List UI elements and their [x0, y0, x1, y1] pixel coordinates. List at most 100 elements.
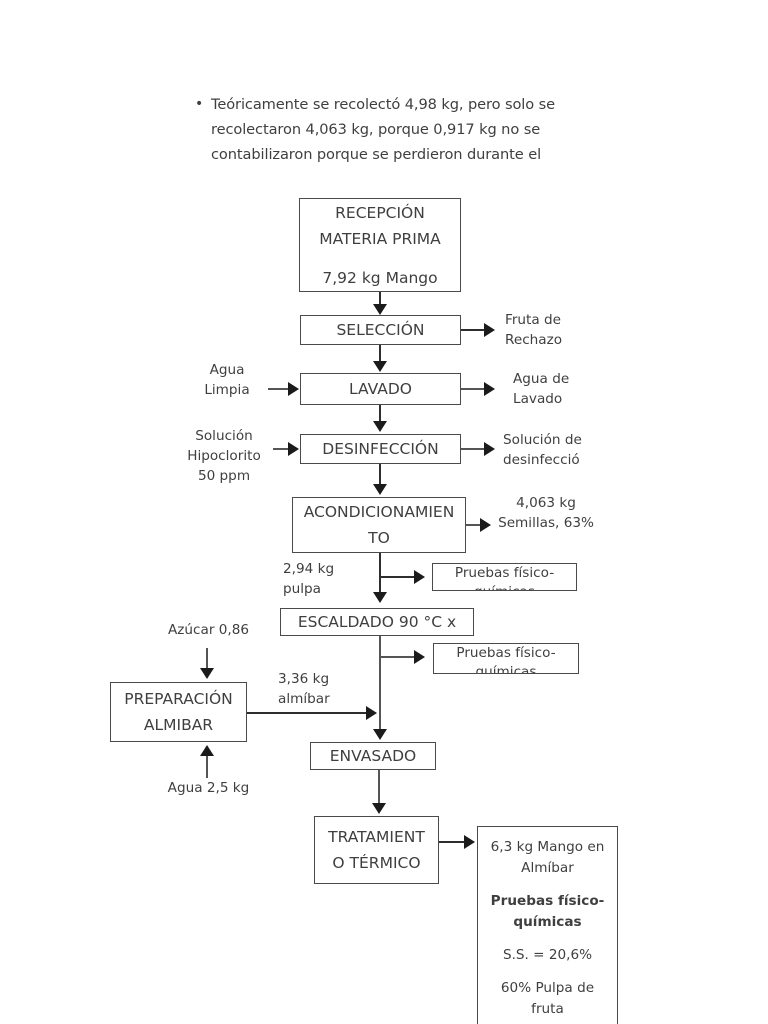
connector-lavado-to-desinfeccion: [379, 405, 381, 422]
results-panel-producto-final: 6,3 kg Mango en Almíbar Pruebas físico- …: [477, 826, 618, 1024]
input-agua-limpia-line-1: Agua: [209, 362, 245, 378]
node-acondicionamiento-line-1: ACONDICIONAMIEN: [303, 503, 455, 521]
output-solucion-desinfeccion-line-2: desinfecció: [503, 452, 580, 468]
node-pruebas-2-line-1: Pruebas físico-: [456, 645, 556, 661]
output-agua-lavado-line-2: Lavado: [513, 391, 563, 407]
output-fruta-rechazo-line-2: Rechazo: [505, 332, 563, 348]
arrowhead-desinfeccion-to-solucion: [484, 442, 495, 456]
node-tratamiento-termico: TRATAMIENT O TÉRMICO: [314, 816, 439, 884]
node-desinfeccion: DESINFECCIÓN: [300, 434, 461, 464]
connector-escaldado-to-envasado: [379, 636, 381, 736]
connector-acondicionamiento-to-escaldado: [379, 553, 381, 595]
note-line-1: Teóricamente se recolectó 4,98 kg, pero …: [211, 96, 555, 113]
results-product-line-1: 6,3 kg Mango en: [490, 839, 605, 855]
results-metric-ss: S.S. = 20,6%: [502, 947, 593, 963]
bullet-point-icon: •: [195, 96, 204, 112]
arrowhead-agua-limpia-to-lavado: [288, 382, 299, 396]
connector-azucar-to-preparacion: [206, 648, 208, 670]
arrowhead-desinfeccion-to-acondicionamiento: [373, 484, 387, 495]
arrowhead-acondicionamiento-to-semillas: [480, 518, 491, 532]
node-escaldado: ESCALDADO 90 °C x: [280, 608, 474, 636]
output-solucion-desinfeccion: Solución de desinfecció: [503, 430, 623, 470]
input-agua: Agua 2,5 kg: [146, 778, 271, 798]
node-recepcion-line-1: RECEPCIÓN: [335, 203, 425, 222]
node-tratamiento-termico-line-1: TRATAMIENT: [328, 828, 425, 846]
output-agua-lavado: Agua de Lavado: [513, 369, 613, 409]
output-semillas-line-2: Semillas,: [498, 515, 560, 531]
connector-branch-to-pruebas-1: [379, 576, 416, 578]
arrowhead-lavado-to-agua-lavado: [484, 382, 495, 396]
connector-agua-limpia-to-lavado: [268, 388, 290, 390]
node-acondicionamiento-line-2: TO: [368, 529, 390, 547]
stream-label-almibar: 3,36 kg almíbar: [278, 669, 364, 709]
node-envasado: ENVASADO: [310, 742, 436, 770]
arrowhead-recepcion-to-seleccion: [373, 304, 387, 315]
node-preparacion-almibar-line-2: ALMIBAR: [143, 716, 214, 734]
note-line-2: recolectaron 4,063 kg, porque 0,917 kg n…: [211, 121, 541, 138]
arrowhead-seleccion-to-lavado: [373, 361, 387, 372]
connector-desinfeccion-to-solucion: [461, 448, 486, 450]
node-pruebas-fisico-quimicas-1: Pruebas físico- químicas: [432, 563, 577, 591]
node-recepcion-line-3: 7,92 kg Mango: [322, 268, 438, 287]
input-solucion-hipoclorito-line-3: 50 ppm: [197, 468, 251, 484]
input-solucion-hipoclorito: Solución Hipoclorito 50 ppm: [178, 426, 270, 486]
note-text: Teóricamente se recolectó 4,98 kg, pero …: [211, 92, 595, 167]
node-lavado: LAVADO: [300, 373, 461, 405]
results-metric-pulpa: 60% Pulpa de fruta: [500, 980, 595, 1017]
connector-agua-to-preparacion: [206, 756, 208, 778]
arrowhead-agua-to-preparacion: [200, 745, 214, 756]
arrowhead-branch-to-pruebas-2: [414, 650, 425, 664]
node-pruebas-2-line-2: químicas: [475, 664, 537, 674]
node-lavado-label: LAVADO: [349, 380, 412, 398]
results-heading-line-1: Pruebas físico-: [490, 893, 605, 909]
node-pruebas-1-line-2: químicas: [433, 583, 576, 590]
output-semillas-line-3: 63%: [563, 515, 594, 531]
arrowhead-tratamiento-to-results: [464, 835, 475, 849]
output-fruta-rechazo: Fruta de Rechazo: [505, 310, 610, 350]
arrowhead-seleccion-to-rechazo: [484, 323, 495, 337]
output-solucion-desinfeccion-line-1: Solución de: [503, 432, 582, 448]
node-escaldado-label: ESCALDADO 90 °C x: [297, 613, 457, 631]
arrowhead-hipoclorito-to-desinfeccion: [288, 442, 299, 456]
input-agua-limpia: Agua Limpia: [192, 360, 262, 400]
connector-seleccion-to-lavado: [379, 345, 381, 362]
connector-recepcion-to-seleccion: [379, 292, 381, 309]
connector-hipoclorito-to-desinfeccion: [273, 448, 291, 450]
note-bullet-item: • Teóricamente se recolectó 4,98 kg, per…: [195, 92, 595, 167]
output-semillas-line-1: 4,063 kg: [516, 495, 576, 511]
connector-tratamiento-to-results: [439, 841, 467, 843]
arrowhead-envasado-to-tratamiento: [372, 803, 386, 814]
note-line-3: contabilizaron porque se perdieron duran…: [211, 146, 542, 163]
node-pruebas-fisico-quimicas-2: Pruebas físico- químicas: [433, 643, 579, 674]
connector-desinfeccion-to-acondicionamiento: [379, 464, 381, 486]
connector-branch-to-pruebas-2: [379, 656, 416, 658]
input-azucar-label: Azúcar 0,86: [167, 622, 250, 638]
stream-label-pulpa-line-1: 2,94 kg: [283, 561, 335, 577]
results-heading-line-2: químicas: [513, 914, 582, 930]
arrowhead-almibar-to-main-line: [366, 706, 377, 720]
results-product-line-2: Almíbar: [521, 860, 574, 876]
node-preparacion-almibar-line-1: PREPARACIÓN: [124, 690, 233, 708]
arrowhead-lavado-to-desinfeccion: [373, 421, 387, 432]
input-azucar: Azúcar 0,86: [146, 620, 271, 640]
output-agua-lavado-line-1: Agua de: [513, 371, 570, 387]
arrowhead-branch-to-pruebas-1: [414, 570, 425, 584]
node-recepcion-line-2: MATERIA PRIMA: [319, 229, 441, 248]
output-fruta-rechazo-line-1: Fruta de: [505, 312, 562, 328]
output-semillas: 4,063 kg Semillas, 63%: [498, 493, 594, 533]
node-seleccion: SELECCIÓN: [300, 315, 461, 345]
arrowhead-acondicionamiento-to-escaldado: [373, 592, 387, 603]
input-solucion-hipoclorito-line-2: Hipoclorito: [187, 448, 261, 464]
arrowhead-azucar-to-preparacion: [200, 668, 214, 679]
connector-acondicionamiento-to-semillas: [466, 524, 482, 526]
arrowhead-escaldado-to-envasado: [373, 729, 387, 740]
node-preparacion-almibar: PREPARACIÓN ALMIBAR: [110, 682, 247, 742]
node-envasado-label: ENVASADO: [329, 747, 417, 765]
stream-label-almibar-line-1: 3,36 kg: [278, 671, 330, 687]
stream-label-pulpa-line-2: pulpa: [283, 581, 321, 597]
input-agua-limpia-line-2: Limpia: [204, 382, 250, 398]
node-desinfeccion-label: DESINFECCIÓN: [322, 440, 439, 458]
input-agua-label: Agua 2,5 kg: [167, 780, 250, 796]
node-recepcion-materia-prima: RECEPCIÓN MATERIA PRIMA 7,92 kg Mango: [299, 198, 461, 292]
